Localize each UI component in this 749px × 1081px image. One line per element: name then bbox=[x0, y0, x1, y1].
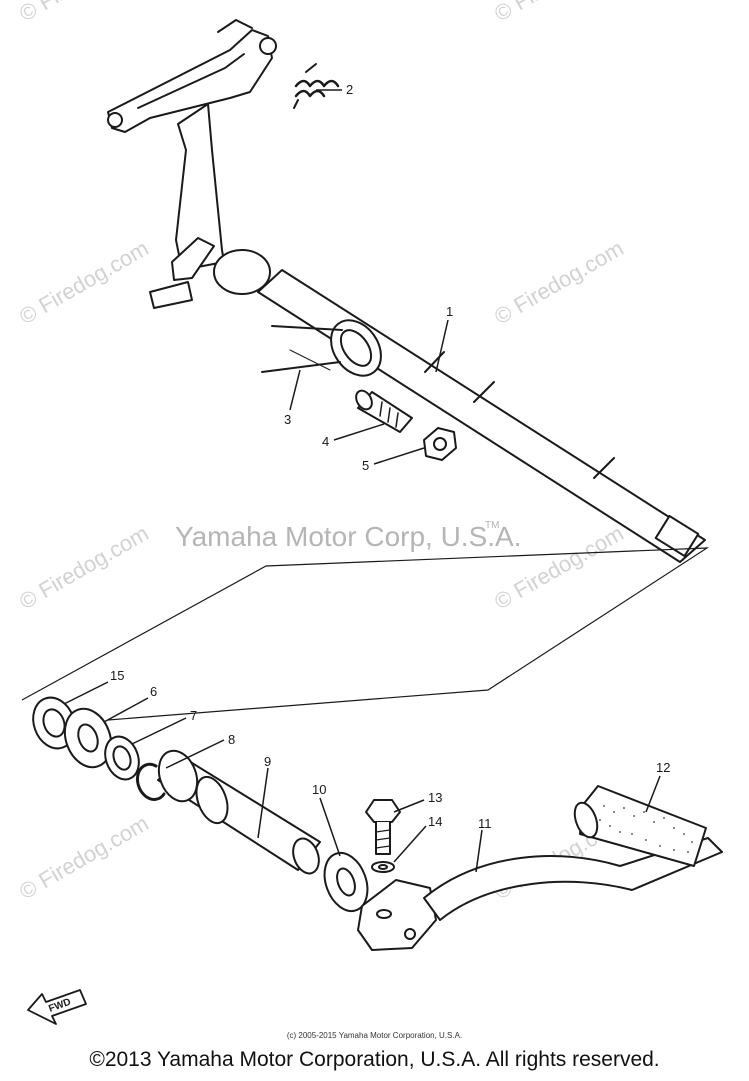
shaft-boss bbox=[213, 249, 271, 295]
callout-labels: 2 1 3 4 5 15 6 7 8 9 10 13 14 11 12 bbox=[110, 82, 670, 831]
leader-line bbox=[333, 423, 385, 441]
pedal-rubber bbox=[579, 785, 707, 867]
pedal-arm bbox=[423, 837, 723, 921]
lever-pivot bbox=[259, 37, 277, 55]
callout-8: 8 bbox=[228, 732, 235, 747]
shaft-step bbox=[473, 381, 495, 403]
torsion-spring-leg bbox=[271, 325, 343, 331]
watermark-text: © Firedog.com bbox=[490, 0, 628, 26]
clamp-pivot-hole bbox=[404, 928, 416, 940]
watermark-text: © Firedog.com bbox=[15, 0, 153, 26]
shaft-bracket bbox=[171, 237, 215, 281]
leader-line bbox=[475, 829, 483, 873]
assembly-divider-frame bbox=[21, 547, 710, 721]
torsion-spring-leg bbox=[261, 361, 341, 373]
fwd-arrow-icon bbox=[27, 989, 87, 1025]
clamp-bolt-head bbox=[365, 799, 401, 823]
leader-line bbox=[63, 681, 109, 705]
spring-hook bbox=[305, 63, 317, 73]
shaft-step bbox=[593, 457, 615, 479]
shaft-bracket bbox=[149, 281, 193, 309]
clamp-bolt-hole bbox=[376, 909, 392, 919]
main-shaft bbox=[257, 269, 706, 563]
leader-line bbox=[103, 697, 149, 723]
leader-line bbox=[289, 369, 301, 411]
spring-washer-bore bbox=[112, 745, 132, 771]
pedal-boss-flange bbox=[157, 749, 199, 803]
kick-pedal-assembly bbox=[32, 696, 723, 951]
watermark-text: © Firedog.com bbox=[15, 520, 153, 614]
upper-callout-leaders bbox=[289, 89, 449, 465]
clamp-bolt-thread bbox=[375, 829, 391, 849]
leader-line bbox=[131, 717, 187, 745]
leader-dash bbox=[289, 349, 331, 371]
callout-15: 15 bbox=[110, 668, 124, 683]
pedal-boss-groove bbox=[195, 775, 229, 825]
leader-line bbox=[393, 799, 425, 813]
plain-washer-bore bbox=[77, 723, 99, 753]
shaft-step bbox=[424, 351, 445, 373]
spring-coil bbox=[294, 79, 340, 88]
stud-thread bbox=[379, 401, 399, 428]
diagram-copyright-notice: (c) 2005-2015 Yamaha Motor Corporation, … bbox=[286, 1031, 463, 1040]
bolt-washer-hole bbox=[378, 864, 388, 870]
callout-14: 14 bbox=[428, 814, 442, 829]
leader-line bbox=[319, 797, 341, 857]
callout-12: 12 bbox=[656, 760, 670, 775]
watermark-text: © Firedog.com bbox=[490, 235, 628, 329]
pedal-clamp-block bbox=[357, 879, 437, 951]
pedal-rubber-texture bbox=[599, 805, 693, 853]
leader-line bbox=[257, 767, 269, 839]
watermark-text: © Firedog.com bbox=[15, 235, 153, 329]
watermark-text: © Firedog.com bbox=[15, 810, 153, 904]
circlip bbox=[135, 762, 166, 801]
callout-3: 3 bbox=[284, 412, 291, 427]
lever-arm-detail bbox=[217, 19, 253, 33]
leader-line bbox=[435, 319, 449, 373]
callout-4: 4 bbox=[322, 434, 329, 449]
callout-9: 9 bbox=[264, 754, 271, 769]
shift-lever-assembly bbox=[107, 19, 706, 563]
leader-line bbox=[645, 775, 661, 813]
spring-coil bbox=[294, 89, 326, 98]
shaft-spline-end bbox=[654, 514, 700, 558]
callout-13: 13 bbox=[428, 790, 442, 805]
oil-seal-bore bbox=[42, 708, 66, 738]
leader-line bbox=[393, 825, 427, 863]
lower-callout-leaders bbox=[63, 681, 661, 873]
callout-2: 2 bbox=[346, 82, 353, 97]
spring-hook bbox=[293, 99, 299, 109]
hex-nut-hole bbox=[433, 437, 447, 451]
forward-direction-arrow: FWD bbox=[27, 989, 87, 1025]
leader-line bbox=[373, 447, 425, 465]
callout-5: 5 bbox=[362, 458, 369, 473]
pedal-boss-end bbox=[292, 837, 320, 875]
lever-pivot bbox=[107, 112, 123, 128]
callout-7: 7 bbox=[190, 708, 197, 723]
stud-end bbox=[355, 389, 373, 411]
torsion-spring-ring-inner bbox=[339, 329, 373, 367]
pedal-rubber-end bbox=[573, 801, 599, 839]
thrust-washer-bore bbox=[336, 867, 356, 897]
callout-1: 1 bbox=[446, 304, 453, 319]
callout-10: 10 bbox=[312, 782, 326, 797]
footer-copyright: ©2013 Yamaha Motor Corporation, U.S.A. A… bbox=[89, 1048, 660, 1071]
brand-trademark: TM bbox=[485, 520, 499, 531]
callout-11: 11 bbox=[478, 816, 492, 831]
leader-line bbox=[165, 739, 225, 769]
brand-watermark: Yamaha Motor Corp, U.S.A. bbox=[175, 521, 522, 552]
lever-arm bbox=[107, 29, 273, 133]
lever-arm-detail bbox=[137, 53, 245, 109]
callout-6: 6 bbox=[150, 684, 157, 699]
